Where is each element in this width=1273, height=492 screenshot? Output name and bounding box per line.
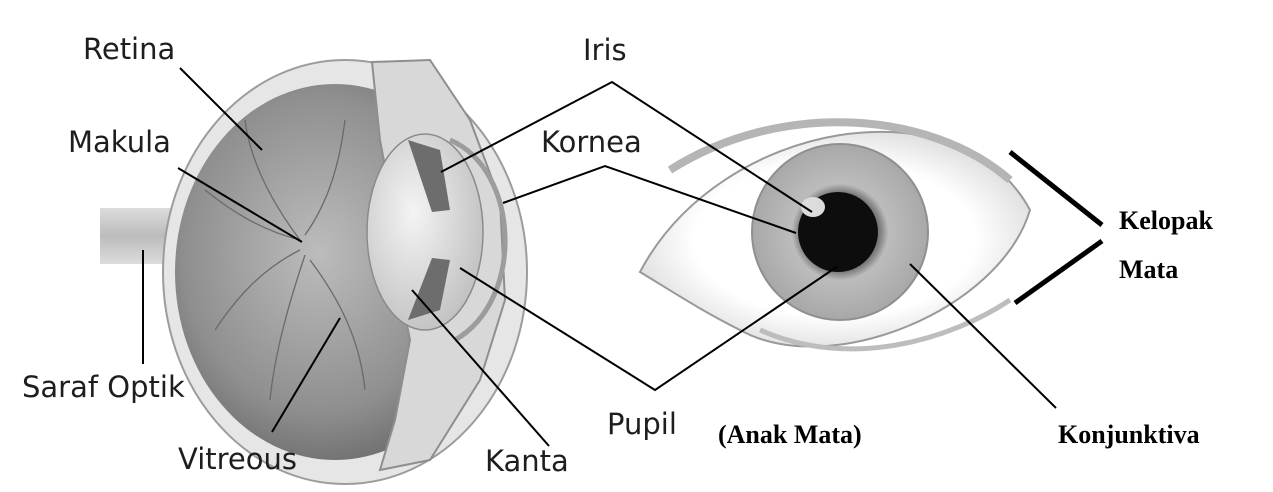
eye-front-view [640,122,1030,349]
label-makula: Makula [68,128,171,157]
label-saraf-optik: Saraf Optik [22,373,185,402]
label-anak-mata: (Anak Mata) [718,422,862,448]
label-pupil: Pupil [607,410,677,439]
label-kornea: Kornea [541,128,642,157]
label-konjunktiva: Konjunktiva [1058,422,1200,448]
leader-kelopak-lower [1015,241,1102,303]
label-iris: Iris [583,36,627,65]
label-vitreous: Vitreous [178,445,297,474]
eyeball-cross-section [100,60,527,484]
label-kelopak: Kelopak [1119,208,1213,234]
label-mata: Mata [1119,257,1178,283]
label-retina: Retina [83,35,175,64]
label-kanta: Kanta [485,447,569,476]
